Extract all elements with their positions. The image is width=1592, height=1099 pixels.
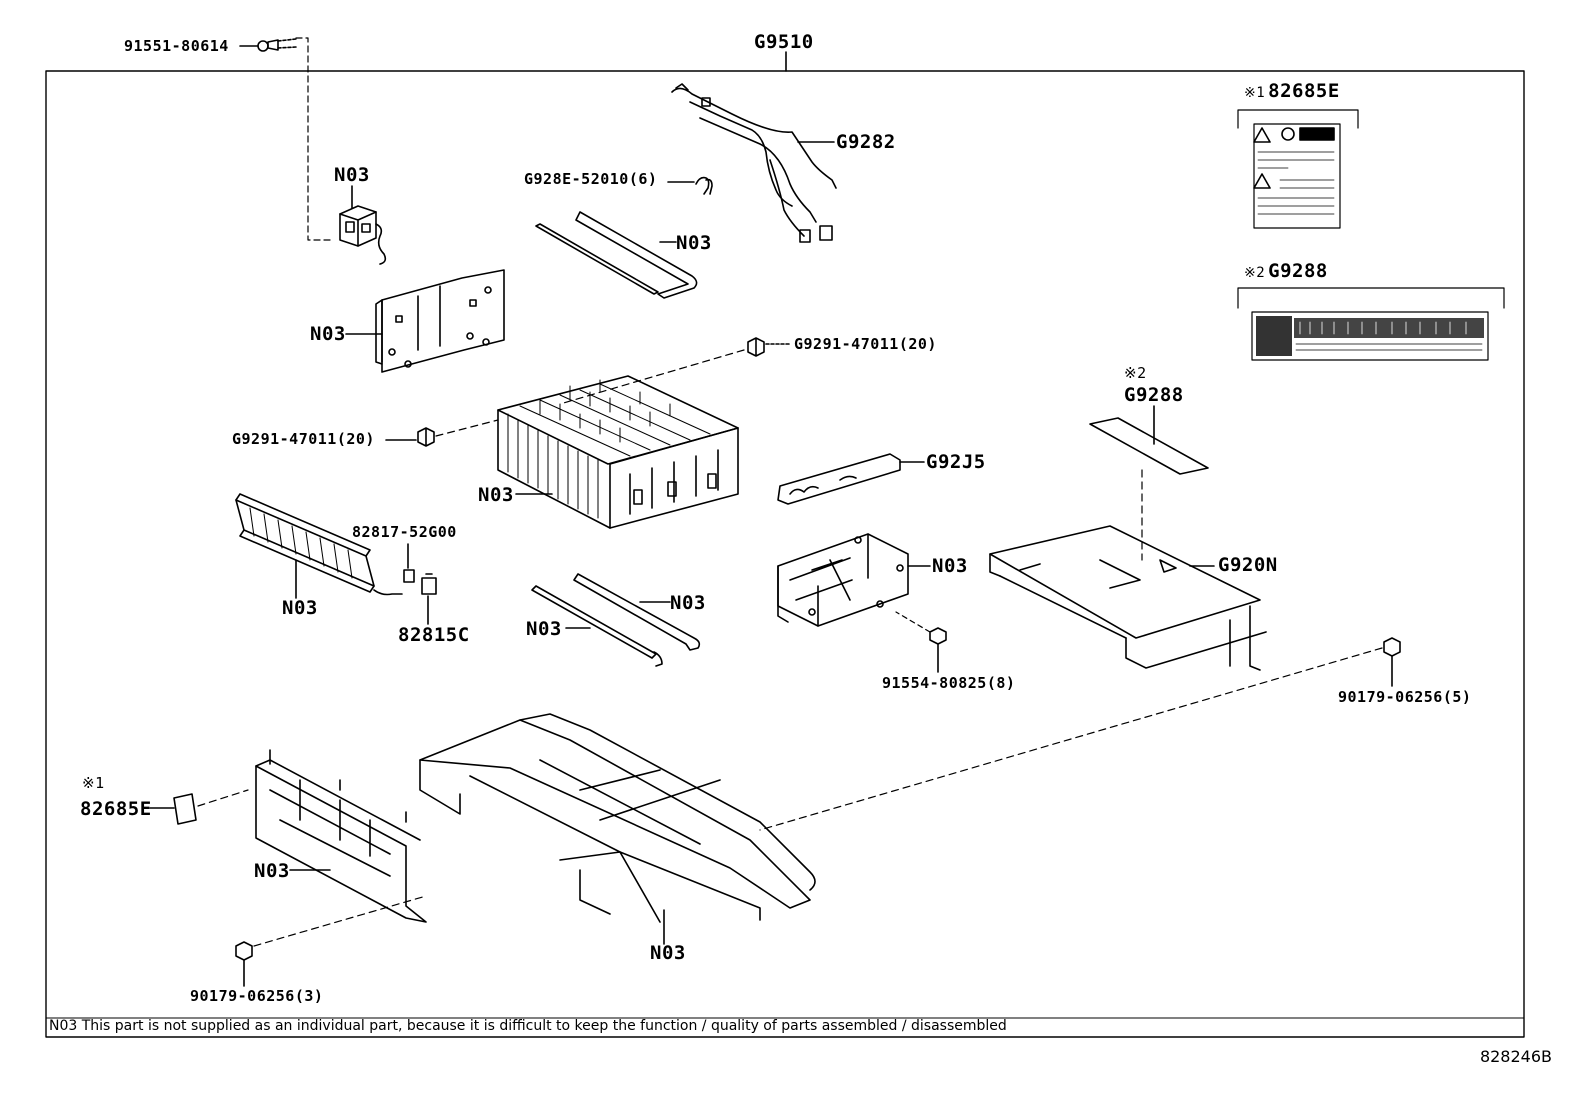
part-label-bolt: 91554-80825(8) — [882, 674, 1016, 692]
part-label-n03: N03 — [670, 592, 706, 614]
legend-mark: ※1 — [1244, 85, 1266, 101]
bolt-icon — [239, 38, 297, 52]
bolt-dashed-line — [295, 37, 331, 241]
bus-bar-icon — [535, 211, 698, 299]
part-label-g9288: G9288 — [1124, 384, 1184, 406]
part-label-nut: 90179-06256(3) — [190, 987, 324, 1005]
junction-box-icon — [777, 533, 909, 627]
part-label-n03: N03 — [334, 164, 370, 186]
nut-icon — [1383, 637, 1401, 687]
label-sheet-icon — [173, 793, 197, 825]
legend-mark: ※2 — [1244, 265, 1266, 281]
label-sheet-icon — [1089, 417, 1209, 475]
part-label-nut: G9291-47011(20) — [232, 430, 375, 448]
part-label-clip: G928E-52010(6) — [524, 170, 658, 188]
part-label-connector: 82815C — [398, 624, 470, 646]
bolt-icon — [929, 627, 947, 673]
side-panel-icon — [255, 749, 427, 923]
part-label-n03: N03 — [254, 860, 290, 882]
diagram-frame — [45, 70, 1525, 1038]
nut-icon — [747, 337, 765, 357]
ecu-plate-icon — [375, 269, 505, 373]
part-label-n03: N03 — [478, 484, 514, 506]
legend-part-number: 82685E — [1268, 80, 1340, 102]
part-label-82685e: 82685E — [80, 798, 152, 820]
part-label-bracket: G92J5 — [926, 451, 986, 473]
reference-mark: ※1 — [82, 774, 105, 792]
part-label-n03: N03 — [526, 618, 562, 640]
battery-cover-icon — [989, 525, 1267, 671]
cell-module-icon — [235, 493, 403, 596]
lower-tray-icon — [419, 713, 816, 923]
part-label-connector: 82817-52G00 — [352, 523, 457, 541]
part-label-n03: N03 — [932, 555, 968, 577]
footnote: N03 This part is not supplied as an indi… — [49, 1018, 1007, 1034]
part-label-nut: 90179-06256(5) — [1338, 688, 1472, 706]
bracket-icon — [777, 453, 901, 505]
part-label-cover: G920N — [1218, 554, 1278, 576]
part-label-n03: N03 — [650, 942, 686, 964]
part-label-nut: G9291-47011(20) — [794, 335, 937, 353]
relay-block-icon — [339, 205, 387, 265]
part-label-harness: G9282 — [836, 131, 896, 153]
illustration-id: 828246B — [1479, 1047, 1552, 1066]
nut-icon — [235, 941, 253, 987]
part-label-n03: N03 — [282, 597, 318, 619]
legend-82685e — [1237, 109, 1359, 229]
part-label-n03: N03 — [676, 232, 712, 254]
bus-bar-icon — [531, 573, 701, 667]
part-label-n03: N03 — [310, 323, 346, 345]
legend-g9288 — [1237, 287, 1505, 361]
battery-stack-icon — [497, 375, 739, 529]
assy-part-number: G9510 — [754, 31, 814, 53]
part-label-bolt-top: 91551-80614 — [124, 37, 229, 55]
wire-harness-icon — [671, 83, 837, 243]
reference-mark: ※2 — [1124, 364, 1147, 382]
legend-part-number: G9288 — [1268, 260, 1328, 282]
clip-icon — [695, 176, 713, 195]
nut-icon — [417, 427, 435, 447]
connector-icon — [403, 569, 437, 595]
